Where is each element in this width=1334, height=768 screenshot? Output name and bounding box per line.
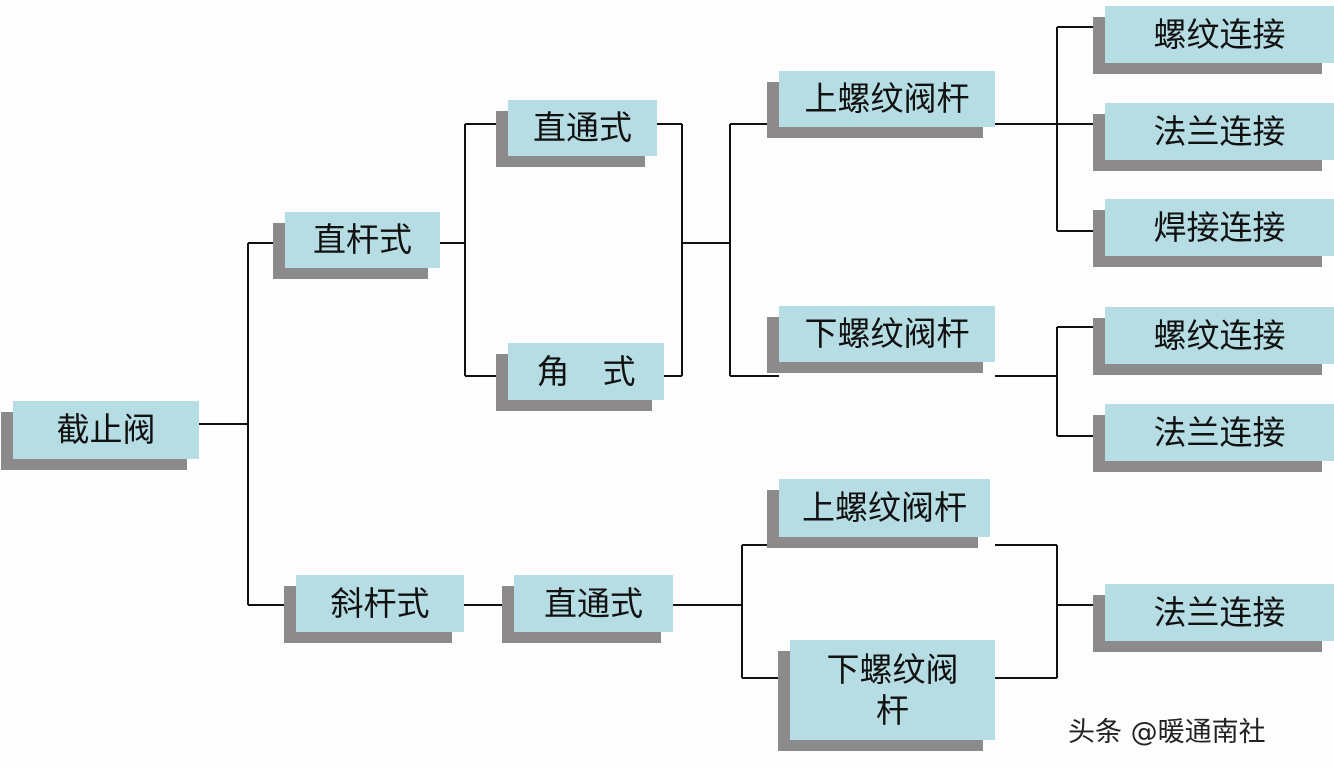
node-angle: 角 式 <box>496 343 664 411</box>
node-straight-through-1: 直通式 <box>496 100 657 167</box>
watermark: 头条 @暖通南社 <box>1068 717 1266 748</box>
node-straight-through-2: 直通式 <box>502 575 673 643</box>
node-upper-thread-2: 上螺纹阀杆 <box>767 479 990 548</box>
node-threaded-connection-1: 螺纹连接 <box>1093 6 1334 74</box>
node-flange-connection-2: 法兰连接 <box>1093 404 1334 472</box>
node-flange-connection-3: 法兰连接 <box>1093 584 1334 652</box>
node-globe-valve: 截止阀 <box>1 401 199 470</box>
node-welded-connection: 焊接连接 <box>1093 199 1334 267</box>
node-lower-thread-1: 下螺纹阀杆 <box>767 306 995 373</box>
node-lower-thread-2: 下螺纹阀杆 <box>778 640 995 751</box>
node-inclined-stem: 斜杆式 <box>284 575 464 643</box>
node-upper-thread-1: 上螺纹阀杆 <box>767 71 995 138</box>
node-threaded-connection-2: 螺纹连接 <box>1093 307 1334 375</box>
node-straight-stem: 直杆式 <box>273 212 440 279</box>
node-flange-connection-1: 法兰连接 <box>1093 103 1334 171</box>
